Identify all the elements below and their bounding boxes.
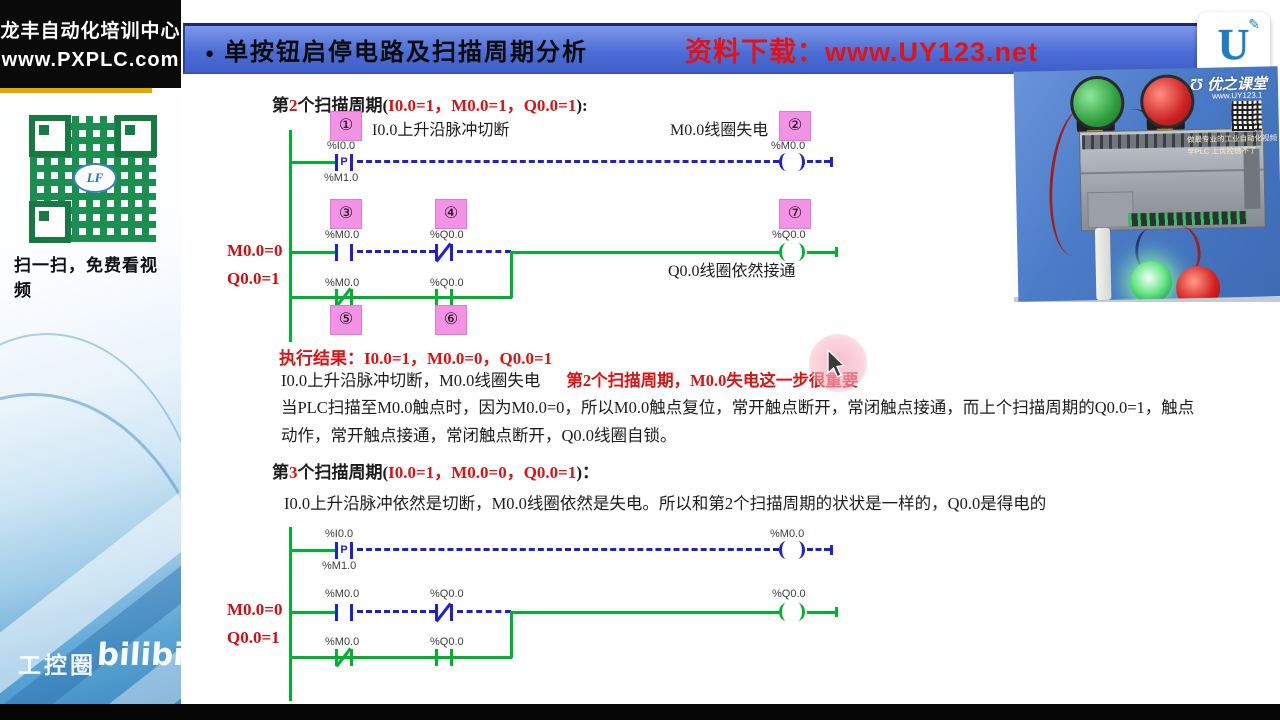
plc-seam bbox=[1080, 168, 1264, 175]
step-badge-4: ④ bbox=[435, 199, 467, 229]
brand-box: 龙丰自动化培训中心 www.PXPLC.com bbox=[0, 0, 181, 88]
power-rail bbox=[289, 130, 292, 342]
step-badge-7: ⑦ bbox=[779, 199, 811, 229]
watermark-bilibili: bilibili bbox=[95, 637, 181, 673]
mouse-cursor bbox=[827, 349, 846, 378]
step-badge-2: ② bbox=[779, 111, 811, 141]
download-banner: 资料下载：www.UY123.net bbox=[685, 37, 1039, 67]
contact-m00-no bbox=[335, 604, 353, 621]
lesson-title: ● 单按钮启停电路及扫描周期分析 bbox=[205, 32, 588, 67]
qr-caption: 扫一扫，免费看视频 bbox=[14, 256, 158, 300]
contact-m00-no bbox=[335, 244, 353, 261]
contact-p-edge: P bbox=[335, 542, 353, 559]
note-q00-still-on: Q0.0线圈依然接通 bbox=[668, 263, 796, 280]
photo-caption-2: 学PLC 上优控错不了 bbox=[1187, 145, 1257, 157]
step-badge-6: ⑥ bbox=[435, 305, 467, 335]
contact-m00-nc bbox=[335, 647, 353, 668]
u-logo-icon: U bbox=[1217, 19, 1250, 69]
white-cable bbox=[1094, 227, 1112, 301]
operand-label: %M0.0 bbox=[325, 277, 360, 289]
state-m00: M0.0=0 bbox=[227, 241, 283, 260]
operand-label: %M0.0 bbox=[770, 528, 805, 540]
gold-strip bbox=[0, 88, 152, 93]
terminal-strip-bottom bbox=[1128, 210, 1247, 227]
lesson-title-text: 单按钮启停电路及扫描周期分析 bbox=[224, 38, 589, 66]
operand-label: %M0.0 bbox=[325, 636, 360, 648]
pencil-icon: ✎ bbox=[1248, 16, 1260, 32]
operand-label: %M1.0 bbox=[322, 560, 357, 572]
letterbox-bar bbox=[0, 704, 1280, 720]
analysis-paragraph-1: 当PLC扫描至M0.0触点时，因为M0.0=0，所以M0.0触点复位，常开触点断… bbox=[281, 398, 1195, 417]
operand-label: %Q0.0 bbox=[772, 588, 806, 600]
left-sidebar: LF 扫一扫，免费看视频 工控圈 bilibili bbox=[0, 93, 181, 704]
contact-q00-nc bbox=[435, 602, 453, 623]
state-q00: Q0.0=1 bbox=[227, 269, 280, 288]
watermark-gongkongquan: 工控圈 bbox=[18, 652, 96, 678]
step-badge-1: ① bbox=[330, 111, 362, 141]
operand-label: %I0.0 bbox=[327, 140, 356, 152]
qr-finder bbox=[29, 201, 71, 243]
u-icon: Ʊ bbox=[1189, 74, 1208, 95]
operand-label: %Q0.0 bbox=[430, 229, 464, 241]
note-edge-cut: I0.0上升沿脉冲切断 bbox=[372, 122, 510, 139]
contact-m00-nc bbox=[335, 287, 353, 308]
red-indicator-lamp bbox=[1175, 265, 1221, 302]
plc-module bbox=[1087, 191, 1134, 229]
result-title: 执行结果：I0.0=1，M0.0=0，Q0.0=1 bbox=[279, 349, 553, 368]
operand-label: %M1.0 bbox=[324, 172, 359, 184]
qr-code: LF bbox=[26, 112, 160, 246]
coil-m00 bbox=[779, 541, 805, 559]
operand-label: %Q0.0 bbox=[430, 636, 464, 648]
photo-qr-code bbox=[1231, 100, 1262, 132]
qr-finder bbox=[115, 115, 157, 157]
photo-shadow bbox=[1014, 297, 1280, 302]
operand-label: %M0.0 bbox=[325, 229, 360, 241]
operand-label: %I0.0 bbox=[325, 528, 354, 540]
state-m00: M0.0=0 bbox=[227, 600, 283, 619]
title-bar: ● 单按钮启停电路及扫描周期分析 资料下载：www.UY123.net bbox=[183, 23, 1208, 74]
channel-logo-card: U ✎ bbox=[1197, 12, 1270, 76]
lf-logo: LF bbox=[73, 163, 117, 193]
contact-q00-nc bbox=[435, 242, 453, 263]
operand-label: %M0.0 bbox=[325, 588, 360, 600]
contact-q00-no bbox=[435, 289, 453, 306]
contact-q00-no bbox=[435, 649, 453, 666]
state-q00: Q0.0=1 bbox=[227, 628, 280, 647]
scan-cycle-2-heading: 第2个扫描周期(I0.0=1，M0.0=1，Q0.0=1): bbox=[272, 96, 588, 115]
scan-cycle-3-line: I0.0上升沿脉冲依然是切断，M0.0线圈依然是失电。所以和第2个扫描周期的状状… bbox=[284, 494, 1047, 513]
qr-finder bbox=[29, 115, 71, 157]
contact-p-edge: P bbox=[335, 154, 353, 171]
result-line: I0.0上升沿脉冲切断，M0.0线圈失电第2个扫描周期，M0.0失电这一步很重要 bbox=[281, 371, 859, 390]
operand-label: %Q0.0 bbox=[430, 588, 464, 600]
note-m00-deenergized: M0.0线圈失电 bbox=[670, 122, 769, 139]
coil-m00 bbox=[779, 153, 805, 171]
uy-site: www.UY123.1 bbox=[1212, 90, 1263, 101]
coil-q00 bbox=[779, 603, 805, 621]
brand-name: 龙丰自动化培训中心 bbox=[0, 21, 181, 42]
operand-label: %M0.0 bbox=[771, 140, 806, 152]
green-indicator-lamp bbox=[1129, 260, 1173, 302]
step-badge-5: ⑤ bbox=[330, 305, 362, 335]
brand-url: www.PXPLC.com bbox=[1, 49, 180, 71]
photo-caption-1: 做最专业的工业自动化视频 bbox=[1186, 133, 1278, 145]
bullet-icon: ● bbox=[205, 44, 217, 62]
analysis-paragraph-2: 动作，常开触点接通，常闭触点断开，Q0.0线圈自锁。 bbox=[281, 426, 677, 445]
plc-side-panel bbox=[1243, 148, 1261, 209]
step-badge-3: ③ bbox=[330, 199, 362, 229]
scan-cycle-3-heading: 第3个扫描周期(I0.0=1，M0.0=0，Q0.0=1)： bbox=[272, 463, 600, 482]
power-rail bbox=[289, 527, 292, 701]
operand-label: %Q0.0 bbox=[772, 229, 806, 241]
plc-photo: Ʊ 优之课堂 www.UY123.1 做最专业的工业自动化视频 学PLC 上优控… bbox=[1013, 66, 1280, 302]
coil-q00 bbox=[779, 243, 805, 261]
operand-label: %Q0.0 bbox=[430, 277, 464, 289]
